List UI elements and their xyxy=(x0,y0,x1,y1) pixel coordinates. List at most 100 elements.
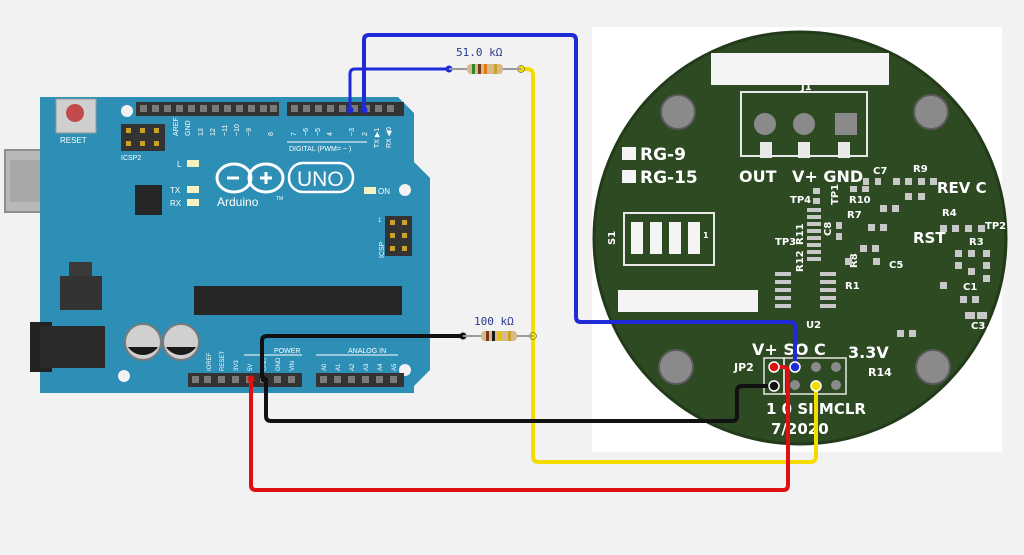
tp3-label: TP3 xyxy=(775,237,796,248)
led-l xyxy=(187,160,199,167)
dip-3 xyxy=(669,222,681,254)
pin-gnd2-label: GND xyxy=(276,357,282,371)
power-pin-labels: IOREF RESET 3V3 5V GND GND VIN A0 A1 A2 … xyxy=(207,351,398,371)
led-tx xyxy=(187,186,199,193)
wire-blue-resistor[interactable] xyxy=(348,67,449,110)
power-header xyxy=(188,373,302,387)
out-label: OUT xyxy=(739,167,777,186)
r11-label: R11 xyxy=(795,223,806,245)
c5-label: C5 xyxy=(889,260,903,271)
pin-3v3-label: 3V3 xyxy=(234,360,240,371)
rg15-box xyxy=(622,170,636,183)
node-pin3 xyxy=(346,106,354,114)
pin-5v-label: 5V xyxy=(248,364,254,371)
j1-pin-vplus xyxy=(793,113,815,135)
pin-4-label: 4 xyxy=(327,132,334,136)
node-pcb-one xyxy=(768,380,780,392)
wire-red[interactable] xyxy=(249,365,790,492)
j1-tab-3 xyxy=(838,142,850,158)
pin-5-label: ~5 xyxy=(315,128,322,136)
s1-dip-switch xyxy=(623,212,715,266)
silk-block-left xyxy=(618,290,758,312)
r14-label: R14 xyxy=(868,366,892,379)
pin-one xyxy=(790,380,800,390)
c7-label: C7 xyxy=(873,166,887,177)
pin-so xyxy=(811,362,821,372)
board-hole-1 xyxy=(121,105,133,117)
wires xyxy=(249,33,818,492)
pin-11-label: ~11 xyxy=(222,125,229,136)
led-on-label: ON xyxy=(378,187,390,196)
rg15-label: RG-15 xyxy=(640,168,698,188)
date-label: 7/2020 xyxy=(771,420,829,438)
resistor-51k[interactable]: 51.0 kΩ xyxy=(449,46,521,74)
pin-aref-label: AREF xyxy=(173,117,180,136)
pin-reset-label: RESET xyxy=(220,351,226,371)
c3-label: C3 xyxy=(971,321,985,332)
r12-label: R12 xyxy=(795,250,806,272)
board-hole-2 xyxy=(118,370,130,382)
digital-header-left xyxy=(136,102,279,116)
wire-yellow[interactable] xyxy=(521,67,818,464)
jp2-label: JP2 xyxy=(733,361,754,374)
capacitor-2-mark xyxy=(166,347,196,356)
resistor-51k-label: 51.0 kΩ xyxy=(456,46,503,59)
pin-a0-label: A0 xyxy=(322,363,328,371)
pin-12-label: 12 xyxy=(210,128,217,136)
icsp-header xyxy=(385,216,412,256)
led-l-label: L xyxy=(177,160,182,169)
pcb-board xyxy=(592,30,1008,446)
r3-label: R3 xyxy=(969,237,984,248)
header-top-label: V+ SO C xyxy=(752,340,826,359)
dip-2 xyxy=(650,222,662,254)
tp4-label: TP4 xyxy=(790,195,811,206)
pin-mclr xyxy=(831,380,841,390)
regulator xyxy=(60,276,102,310)
j1-tab-1 xyxy=(760,142,772,158)
arduino-board xyxy=(40,97,430,393)
r10-label: R10 xyxy=(849,195,871,206)
pin-a2-label: A2 xyxy=(350,363,356,371)
pin-c xyxy=(831,362,841,372)
r4-label: R4 xyxy=(942,208,957,219)
resistor-100k-label: 100 kΩ xyxy=(474,315,514,328)
tp2-label: TP2 xyxy=(985,221,1006,232)
uno-logo-text: UNO xyxy=(297,168,344,191)
node-pin2 xyxy=(360,106,368,114)
pin-a4-label: A4 xyxy=(378,363,384,371)
pin-13-label: 13 xyxy=(198,128,205,136)
wire-black-resistor[interactable] xyxy=(260,334,463,378)
node-5v xyxy=(247,375,255,383)
icsp2-pins xyxy=(126,128,159,146)
wire-black[interactable] xyxy=(264,378,774,423)
power-label: POWER xyxy=(274,348,300,355)
node-gnd xyxy=(260,375,268,383)
icsp-label: ICSP xyxy=(379,241,386,258)
pin-vin-label: VIN xyxy=(290,361,296,371)
reset-button-cap[interactable] xyxy=(66,104,84,122)
digital-header-sockets xyxy=(140,105,394,112)
analog-in-label: ANALOG IN xyxy=(348,348,386,355)
board-hole-3 xyxy=(399,184,411,196)
led-rx-label: RX xyxy=(170,199,182,208)
arduino-uno: RESET ICSP2 AREF GND 13 12 ~11 ~10 xyxy=(4,97,430,393)
usb-chip xyxy=(135,185,162,215)
pin-ioref-label: IOREF xyxy=(207,352,213,371)
wire-blue[interactable] xyxy=(362,33,797,367)
resistor-100k[interactable]: 100 kΩ xyxy=(463,315,533,341)
rev-label: REV C xyxy=(937,179,987,197)
rg9-label: RG-9 xyxy=(640,145,686,165)
atmega-chip xyxy=(194,286,402,315)
pin-3-label: ~3 xyxy=(349,128,356,136)
trademark-text: TM xyxy=(276,196,283,202)
led-rx xyxy=(187,199,199,206)
pin-10-label: ~10 xyxy=(234,124,241,136)
sensor-pcb: J1 RG-9 RG-15 OUT V+ GND 1 S1 C7 R9 REV … xyxy=(592,30,1008,446)
power-header-sockets xyxy=(192,376,397,383)
digital-pin-labels: AREF GND 13 12 ~11 ~10 ~9 8 7 ~6 ~5 4 ~3… xyxy=(173,117,393,148)
reset-label: RESET xyxy=(60,136,87,145)
pin-a3-label: A3 xyxy=(364,363,370,371)
pin-tx-label: TX ▶1 xyxy=(374,128,381,148)
